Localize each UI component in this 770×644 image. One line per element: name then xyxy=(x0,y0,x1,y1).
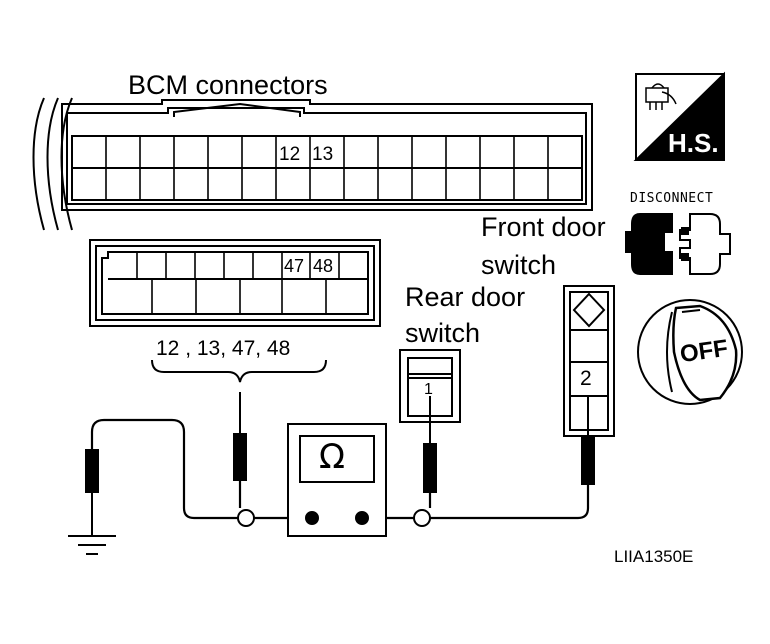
rear-door-switch-label-line2: switch xyxy=(405,318,481,348)
bcm-probe xyxy=(233,392,247,481)
ignition-off-icon xyxy=(637,299,743,405)
junctions xyxy=(237,509,431,527)
pin-47-label: 47 xyxy=(284,256,305,276)
ohmmeter xyxy=(287,423,387,537)
ohm-symbol: Ω xyxy=(319,437,345,477)
rear-door-switch xyxy=(399,349,461,423)
bcm-connector-lower xyxy=(89,239,381,327)
ground-probe xyxy=(85,449,99,532)
front-door-switch-label-line1: Front door xyxy=(481,212,606,242)
disconnect-icon xyxy=(625,213,731,275)
pin-13-label: 13 xyxy=(312,144,334,165)
rear-switch-terminal-label: 1 xyxy=(424,381,433,398)
pin-12-label: 12 xyxy=(279,144,301,165)
terminal-brace xyxy=(151,359,327,383)
hs-text: H.S. xyxy=(668,128,719,158)
pin-48-label: 48 xyxy=(313,256,334,276)
rear-switch-probe xyxy=(423,396,437,493)
front-switch-terminal-label: 2 xyxy=(580,367,592,390)
figure-code-label: LIIA1350E xyxy=(614,547,694,566)
front-switch-probe xyxy=(581,396,595,485)
front-door-switch-label-line2: switch xyxy=(481,250,557,280)
disconnect-text: DISCONNECT xyxy=(630,191,714,206)
break-marks xyxy=(32,97,73,231)
terminal-list-label: 12 , 13, 47, 48 xyxy=(156,337,291,360)
bcm-connector-upper xyxy=(61,99,593,211)
rear-door-switch-label-line1: Rear door xyxy=(405,282,526,312)
bcm-connectors-label: BCM connectors xyxy=(128,70,328,100)
hand-skills-icon xyxy=(633,71,725,161)
ground-symbol xyxy=(68,532,116,555)
front-door-switch xyxy=(563,285,615,437)
